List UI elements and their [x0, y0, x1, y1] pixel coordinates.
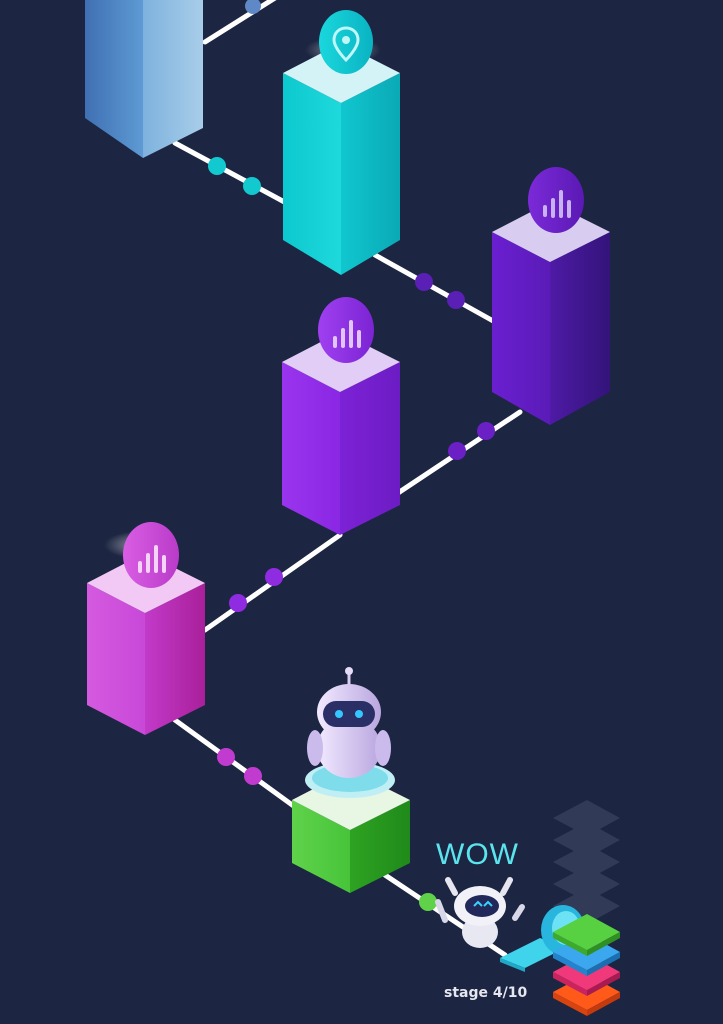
current-level-block[interactable]	[292, 762, 410, 893]
waving-robot-icon	[435, 877, 525, 948]
location-pin-icon	[319, 10, 373, 74]
bar-chart-icon	[123, 522, 179, 588]
level-pillar-4[interactable]	[282, 297, 400, 535]
stage-counter: stage 4/10	[444, 985, 528, 1001]
level-pillar-1[interactable]	[85, 0, 203, 158]
bar-chart-icon	[318, 297, 374, 363]
level-pillar-5[interactable]	[87, 522, 205, 735]
celebration-text: WOW	[436, 838, 519, 871]
stack-layers-icon[interactable]	[500, 800, 620, 1016]
path-dots	[208, 0, 495, 911]
level-pillar-3[interactable]	[492, 167, 610, 425]
level-pillar-2[interactable]	[283, 10, 400, 275]
bar-chart-icon	[528, 167, 584, 233]
robot-icon[interactable]	[307, 667, 391, 778]
